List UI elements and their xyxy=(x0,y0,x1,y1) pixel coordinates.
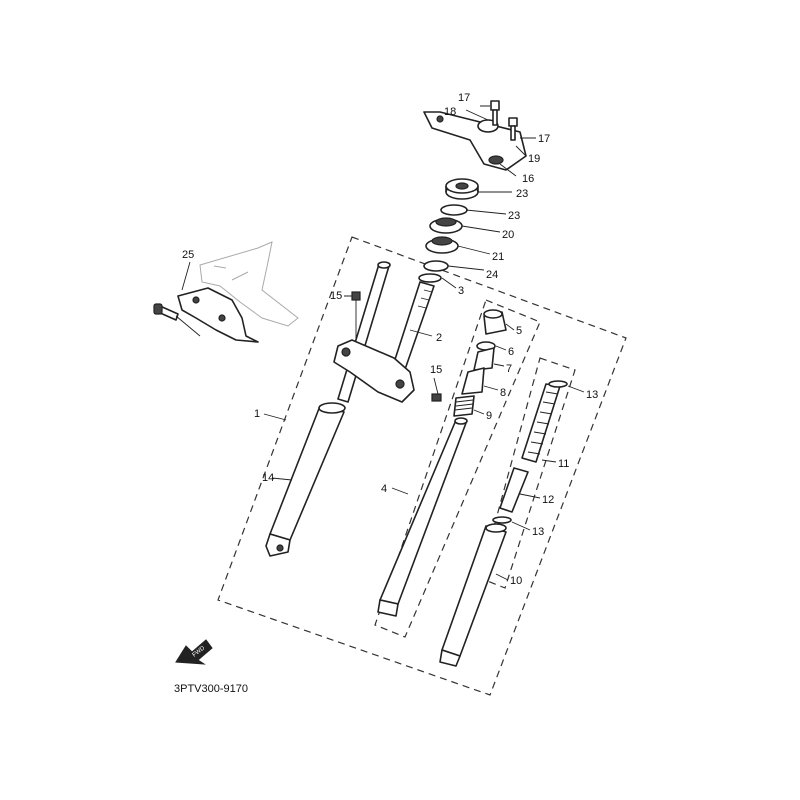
callout-14: 14 xyxy=(262,472,274,484)
inner-tube-4 xyxy=(377,417,468,617)
spring-11 xyxy=(521,383,561,463)
damper-parts-boundary xyxy=(479,357,576,589)
callout-10: 10 xyxy=(510,575,522,587)
lower-tube-10 xyxy=(439,523,507,667)
callout-19: 19 xyxy=(528,153,540,165)
drawing-code: 3PTV300-9170 xyxy=(174,683,248,695)
inner-parts-boundary xyxy=(374,299,541,638)
spacer-8 xyxy=(461,367,485,395)
upper-bracket-16 xyxy=(423,111,527,171)
bolt-15-b xyxy=(431,393,442,402)
washer-3 xyxy=(418,273,442,283)
callout-23: 23 xyxy=(508,210,520,222)
callout-5: 5 xyxy=(516,325,522,337)
callout-8: 8 xyxy=(500,387,506,399)
spring-9 xyxy=(453,395,475,417)
callout-labels: 17 18 17 19 16 23 23 20 21 24 3 15 5 2 6… xyxy=(182,92,598,587)
callout-23: 24 xyxy=(486,269,498,281)
callout-17: 17 xyxy=(458,92,470,104)
callout-17: 17 xyxy=(538,133,550,145)
cap-5 xyxy=(483,309,507,335)
bolt-17-a xyxy=(490,100,500,126)
cone-12 xyxy=(499,467,529,513)
callout-16: 16 xyxy=(522,173,534,185)
bolt-17-b xyxy=(508,117,518,141)
callout-18: 18 xyxy=(444,106,456,118)
fork-leg-left xyxy=(265,261,391,557)
callout-13: 13 xyxy=(586,389,598,401)
race-20 xyxy=(429,217,463,234)
fwd-arrow-icon: FWD xyxy=(175,639,213,665)
callout-11: 11 xyxy=(558,458,569,470)
washer-23-b xyxy=(423,260,449,272)
callout-15: 15 xyxy=(330,290,342,302)
steering-stem-2 xyxy=(333,281,435,403)
callout-12: 12 xyxy=(542,494,554,506)
bracket-plate-24 xyxy=(177,287,259,343)
callout-22: 23 xyxy=(516,188,528,200)
ring-13-a xyxy=(548,380,568,388)
race-21 xyxy=(425,236,459,254)
callout-21: 21 xyxy=(492,251,504,263)
fork-assembly-boundary xyxy=(217,236,627,696)
callout-24: 25 xyxy=(182,249,194,261)
bolt-25 xyxy=(153,303,179,321)
leader-lines xyxy=(175,105,585,581)
ring-13-b xyxy=(492,516,512,524)
bearing-nut-22 xyxy=(445,178,479,200)
callout-4: 4 xyxy=(381,483,387,495)
callout-15: 15 xyxy=(430,364,442,376)
callout-13: 13 xyxy=(532,526,544,538)
washer-23-a xyxy=(440,204,468,216)
callout-9: 9 xyxy=(486,410,492,422)
callout-20: 20 xyxy=(502,229,514,241)
callout-7: 7 xyxy=(506,363,512,375)
frame-outline-ghost xyxy=(199,241,299,327)
callout-1: 1 xyxy=(254,408,260,420)
collar-7 xyxy=(473,347,495,371)
callout-3: 3 xyxy=(458,285,464,297)
callout-2: 2 xyxy=(436,332,442,344)
callout-6: 6 xyxy=(508,346,514,358)
